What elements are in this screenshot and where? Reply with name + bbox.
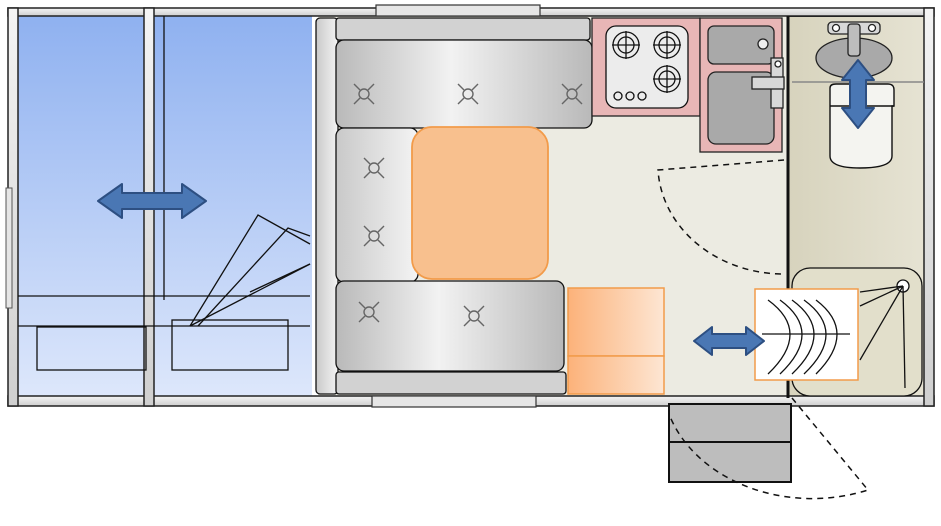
top-backrest (335, 17, 591, 41)
entry-door-swing (668, 397, 870, 500)
stove-icon (605, 25, 689, 109)
seat-cushion-bottom (335, 280, 565, 372)
outer-walls (5, 4, 935, 408)
entry-steps (668, 403, 792, 483)
bathroom-sink-icon (815, 21, 893, 79)
bed-sketch (18, 16, 311, 371)
kitchen-sink-icon (707, 25, 785, 145)
bed-extension-arrow (97, 183, 207, 219)
dining-table (411, 126, 549, 280)
storage-cabinet (567, 287, 665, 395)
seat-backrest (315, 17, 339, 395)
folding-door-icon (754, 288, 859, 381)
bathroom-door-swing (657, 159, 785, 275)
bathroom-rotate-arrow (841, 59, 875, 129)
seat-cushion-top (335, 39, 593, 129)
door-slide-arrow (693, 326, 765, 356)
seat-cushion-left (335, 127, 419, 283)
cushion-tufts (353, 83, 583, 327)
bottom-backrest (335, 371, 567, 395)
